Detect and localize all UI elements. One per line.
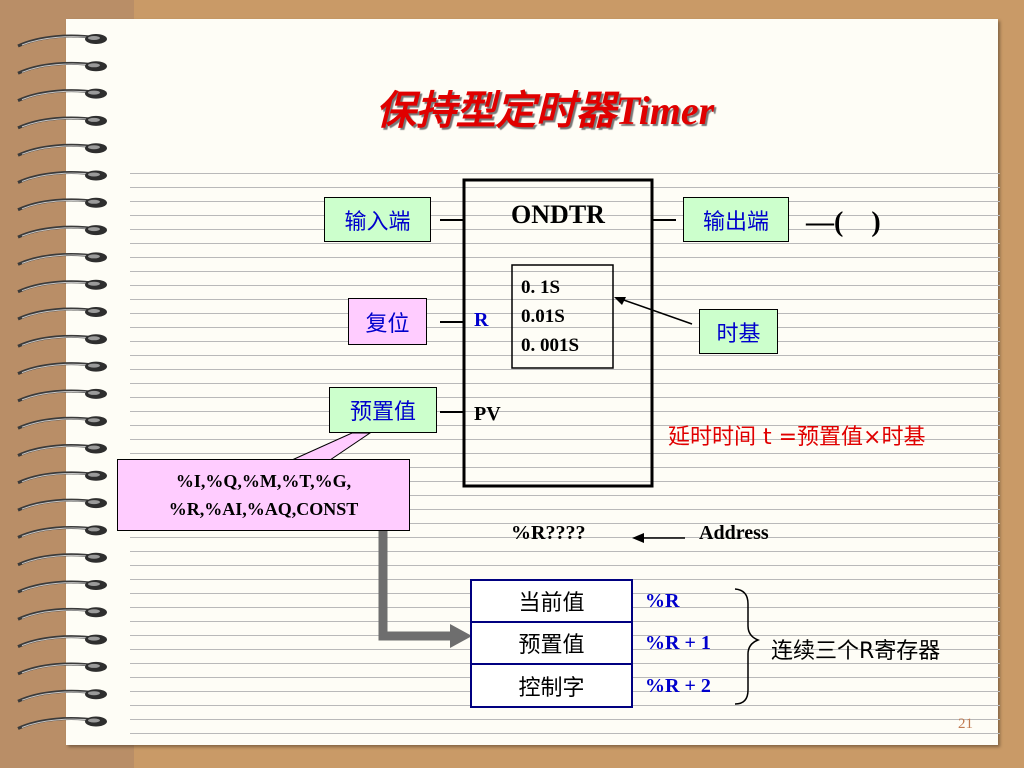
binding-ring <box>17 307 107 321</box>
binding-ring <box>17 88 107 102</box>
timebase-label: 时基 <box>699 309 778 354</box>
address-label: Address <box>699 522 769 544</box>
binding-ring <box>17 443 107 457</box>
block-name: ONDTR <box>511 200 605 229</box>
binding-ring <box>17 279 107 294</box>
binding-ring <box>17 716 107 730</box>
register-addr: %R + 2 <box>645 675 711 697</box>
binding-ring <box>17 115 107 130</box>
binding-ring <box>17 197 107 212</box>
binding-ring <box>17 470 107 485</box>
binding-ring <box>17 580 107 594</box>
operand-line: %R,%AI,%AQ,CONST <box>168 499 359 519</box>
register-addr: %R <box>645 590 680 612</box>
spiral-binding-rings <box>17 34 107 730</box>
register-cell: 预置值 <box>470 621 633 665</box>
input-label: 输入端 <box>324 197 431 242</box>
binding-ring <box>17 143 107 157</box>
binding-ring <box>17 525 107 539</box>
binding-ring <box>17 388 107 403</box>
binding-ring <box>17 689 107 703</box>
page-title: 保持型定时器Timer <box>375 88 715 133</box>
callout-pointer <box>291 432 372 461</box>
register-addr: %R + 1 <box>645 632 711 654</box>
timebase-arrow <box>617 297 693 325</box>
timebase-values: 0. 1S 0.01S 0. 001S <box>521 273 579 360</box>
output-label: 输出端 <box>683 197 789 242</box>
ondtr-block <box>462 178 654 488</box>
binding-ring <box>17 334 107 348</box>
register-address: %R???? <box>511 522 586 544</box>
binding-ring <box>17 661 107 676</box>
delay-formula: 延时时间 t =预置值×时基 <box>668 425 926 450</box>
pv-pin-label: PV <box>474 403 501 425</box>
reset-label: 复位 <box>348 298 427 345</box>
page-number: 21 <box>958 716 973 732</box>
r-pin-label: R <box>474 309 489 331</box>
operand-line: %I,%Q,%M,%T,%G, <box>175 471 352 491</box>
binding-ring <box>17 225 107 239</box>
binding-ring <box>17 34 107 48</box>
timebase-box <box>511 264 614 369</box>
timebase-option: 0.01S <box>521 306 565 327</box>
operand-types-box: %I,%Q,%M,%T,%G, %R,%AI,%AQ,CONST <box>117 459 410 531</box>
binding-ring <box>17 361 107 375</box>
binding-ring <box>17 552 107 567</box>
register-cell: 控制字 <box>470 663 633 708</box>
binding-ring <box>17 498 107 512</box>
brace <box>734 588 761 705</box>
binding-ring <box>17 61 107 75</box>
coil-symbol: —( ) <box>806 207 881 238</box>
register-arrow <box>378 528 452 641</box>
register-cell: 当前值 <box>470 579 633 623</box>
binding-ring <box>17 252 107 266</box>
binding-ring <box>17 634 107 648</box>
timebase-option: 0. 1S <box>521 277 561 298</box>
binding-ring <box>17 416 107 430</box>
preset-label: 预置值 <box>329 387 437 433</box>
consecutive-registers-note: 连续三个R寄存器 <box>771 639 941 664</box>
timebase-option: 0. 001S <box>521 335 580 356</box>
binding-ring <box>17 607 107 621</box>
binding-ring <box>17 170 107 184</box>
